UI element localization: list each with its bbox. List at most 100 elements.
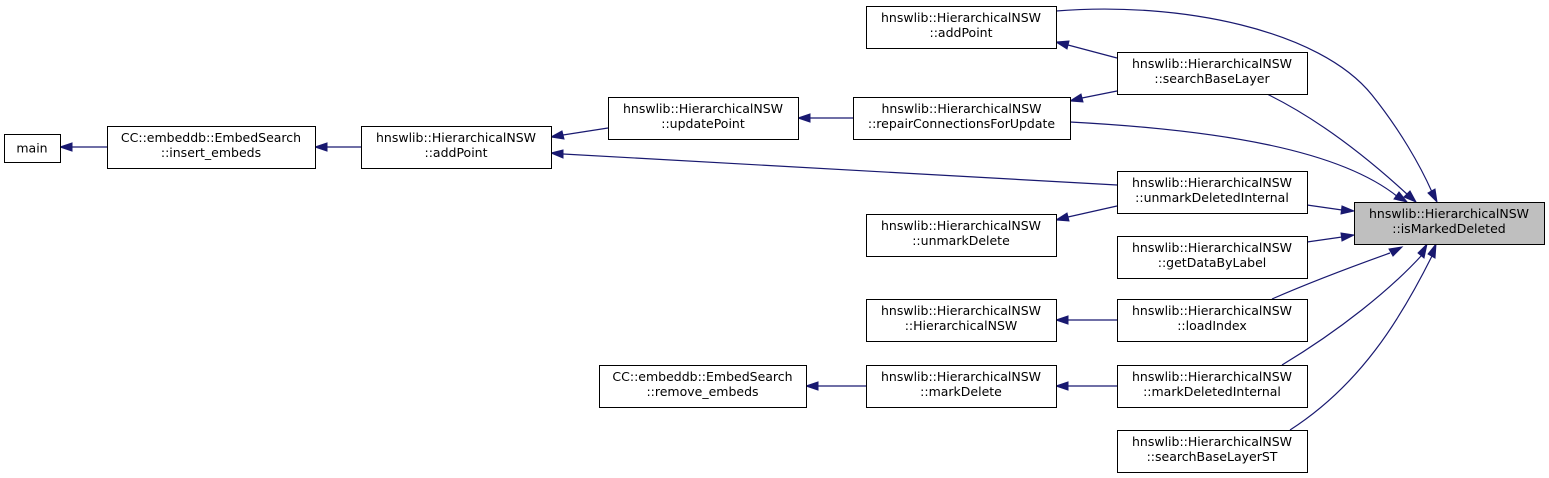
edge-loadIndex-to-HierarchicalNSW xyxy=(1054,315,1117,325)
node-box xyxy=(361,126,552,169)
node-addPoint_top[interactable]: hnswlib::HierarchicalNSW::addPoint xyxy=(866,6,1057,49)
edge-isMarkedDeleted-to-getDataByLabel xyxy=(1306,232,1356,243)
node-box xyxy=(4,134,61,163)
node-label-line: hnswlib::HierarchicalNSW xyxy=(1132,434,1292,449)
node-isMarkedDeleted[interactable]: hnswlib::HierarchicalNSW::isMarkedDelete… xyxy=(1354,202,1545,245)
edge-line xyxy=(1055,8,1433,193)
edge-line xyxy=(1081,90,1118,99)
node-box xyxy=(608,97,799,140)
node-box xyxy=(1117,299,1308,342)
node-HierarchicalNSW[interactable]: hnswlib::HierarchicalNSW::HierarchicalNS… xyxy=(866,299,1057,342)
arrowhead xyxy=(1340,205,1356,215)
node-loadIndex[interactable]: hnswlib::HierarchicalNSW::loadIndex xyxy=(1117,299,1308,342)
edge-unmarkDeletedInternal-to-addPoint_left xyxy=(549,149,1118,186)
node-box xyxy=(853,97,1071,140)
edge-line xyxy=(1067,205,1118,218)
arrowhead xyxy=(549,130,565,140)
node-label-line: CC::embeddb::EmbedSearch xyxy=(612,369,792,384)
arrowhead xyxy=(1054,381,1069,391)
node-box xyxy=(599,365,807,408)
edge-line xyxy=(1281,254,1423,366)
edge-isMarkedDeleted-to-addPoint_top xyxy=(1055,8,1438,204)
edge-line xyxy=(1067,44,1118,59)
edge-line xyxy=(562,153,1118,186)
node-box xyxy=(1354,202,1545,245)
node-main[interactable]: main xyxy=(4,134,61,163)
edge-isMarkedDeleted-to-searchBaseLayerST xyxy=(1289,242,1437,431)
node-label-line: main xyxy=(16,141,47,156)
node-box xyxy=(1117,236,1308,279)
edge-line xyxy=(1306,204,1343,211)
node-box xyxy=(866,214,1057,257)
node-label-line: ::getDataByLabel xyxy=(1158,255,1267,270)
node-unmarkDeletedInternal[interactable]: hnswlib::HierarchicalNSW::unmarkDeletedI… xyxy=(1117,171,1308,214)
node-box xyxy=(107,126,316,169)
node-label-line: ::searchBaseLayerST xyxy=(1147,449,1278,464)
node-label-line: ::isMarkedDeleted xyxy=(1392,221,1505,236)
node-label-line: ::unmarkDelete xyxy=(912,233,1010,248)
edge-isMarkedDeleted-to-repairConnectionsForUpdate xyxy=(1069,121,1409,203)
nodes-layer: mainCC::embeddb::EmbedSearch::insert_emb… xyxy=(4,6,1545,473)
arrowhead xyxy=(1054,212,1070,222)
edge-isMarkedDeleted-to-loadIndex xyxy=(1271,246,1404,300)
node-remove_embeds[interactable]: CC::embeddb::EmbedSearch::remove_embeds xyxy=(599,365,807,408)
edge-addPoint_left-to-insert_embeds xyxy=(313,142,361,152)
edge-updatePoint-to-addPoint_left xyxy=(549,127,609,140)
node-label-line: ::repairConnectionsForUpdate xyxy=(868,116,1056,131)
node-markDelete[interactable]: hnswlib::HierarchicalNSW::markDelete xyxy=(866,365,1057,408)
arrowhead xyxy=(796,113,811,123)
edges-layer xyxy=(58,8,1438,431)
node-label-line: hnswlib::HierarchicalNSW xyxy=(881,303,1041,318)
arrowhead xyxy=(1068,93,1084,103)
arrowhead xyxy=(1054,40,1070,50)
node-markDeletedInternal[interactable]: hnswlib::HierarchicalNSW::markDeletedInt… xyxy=(1117,365,1308,408)
edge-line xyxy=(1069,121,1399,198)
node-box xyxy=(1117,430,1308,473)
edge-isMarkedDeleted-to-unmarkDeletedInternal xyxy=(1306,204,1356,215)
arrowhead xyxy=(58,142,73,152)
node-label-line: hnswlib::HierarchicalNSW xyxy=(1132,369,1292,384)
edge-unmarkDeletedInternal-to-unmarkDelete xyxy=(1054,205,1118,222)
arrowhead xyxy=(1340,232,1356,242)
node-label-line: ::addPoint xyxy=(930,25,993,40)
node-label-line: ::HierarchicalNSW xyxy=(905,318,1018,333)
node-label-line: ::insert_embeds xyxy=(161,145,261,160)
node-box xyxy=(1117,365,1308,408)
edge-isMarkedDeleted-to-markDeletedInternal xyxy=(1281,242,1428,366)
node-label-line: hnswlib::HierarchicalNSW xyxy=(1132,303,1292,318)
edge-searchBaseLayer-to-repairConnectionsForUpdate xyxy=(1068,90,1118,103)
arrowhead xyxy=(804,381,819,391)
edge-line xyxy=(1306,236,1343,243)
node-box xyxy=(866,365,1057,408)
edge-insert_embeds-to-main xyxy=(58,142,107,152)
node-repairConnectionsForUpdate[interactable]: hnswlib::HierarchicalNSW::repairConnecti… xyxy=(853,97,1071,140)
node-updatePoint[interactable]: hnswlib::HierarchicalNSW::updatePoint xyxy=(608,97,799,140)
arrowhead xyxy=(1054,315,1069,325)
node-getDataByLabel[interactable]: hnswlib::HierarchicalNSW::getDataByLabel xyxy=(1117,236,1308,279)
edge-searchBaseLayer-to-addPoint_top xyxy=(1054,40,1118,59)
arrowhead xyxy=(1427,242,1437,259)
node-unmarkDelete[interactable]: hnswlib::HierarchicalNSW::unmarkDelete xyxy=(866,214,1057,257)
arrowhead xyxy=(1403,190,1418,204)
node-addPoint_left[interactable]: hnswlib::HierarchicalNSW::addPoint xyxy=(361,126,552,169)
node-box xyxy=(866,6,1057,49)
arrowhead xyxy=(1427,188,1438,204)
node-insert_embeds[interactable]: CC::embeddb::EmbedSearch::insert_embeds xyxy=(107,126,316,169)
node-label-line: ::searchBaseLayer xyxy=(1154,71,1270,86)
node-box xyxy=(1117,52,1308,95)
edge-markDeletedInternal-to-markDelete xyxy=(1054,381,1117,391)
node-label-line: hnswlib::HierarchicalNSW xyxy=(1132,175,1292,190)
arrowhead xyxy=(549,149,564,159)
node-label-line: ::unmarkDeletedInternal xyxy=(1135,190,1289,205)
node-label-line: ::updatePoint xyxy=(661,116,745,131)
edge-line xyxy=(562,127,609,136)
node-label-line: hnswlib::HierarchicalNSW xyxy=(881,369,1041,384)
node-label-line: hnswlib::HierarchicalNSW xyxy=(1369,206,1529,221)
edge-repairConnectionsForUpdate-to-updatePoint xyxy=(796,113,853,123)
node-label-line: ::addPoint xyxy=(425,145,488,160)
node-label-line: hnswlib::HierarchicalNSW xyxy=(1132,56,1292,71)
node-searchBaseLayer[interactable]: hnswlib::HierarchicalNSW::searchBaseLaye… xyxy=(1117,52,1308,95)
node-label-line: ::remove_embeds xyxy=(646,384,758,399)
node-box xyxy=(866,299,1057,342)
node-searchBaseLayerST[interactable]: hnswlib::HierarchicalNSW::searchBaseLaye… xyxy=(1117,430,1308,473)
